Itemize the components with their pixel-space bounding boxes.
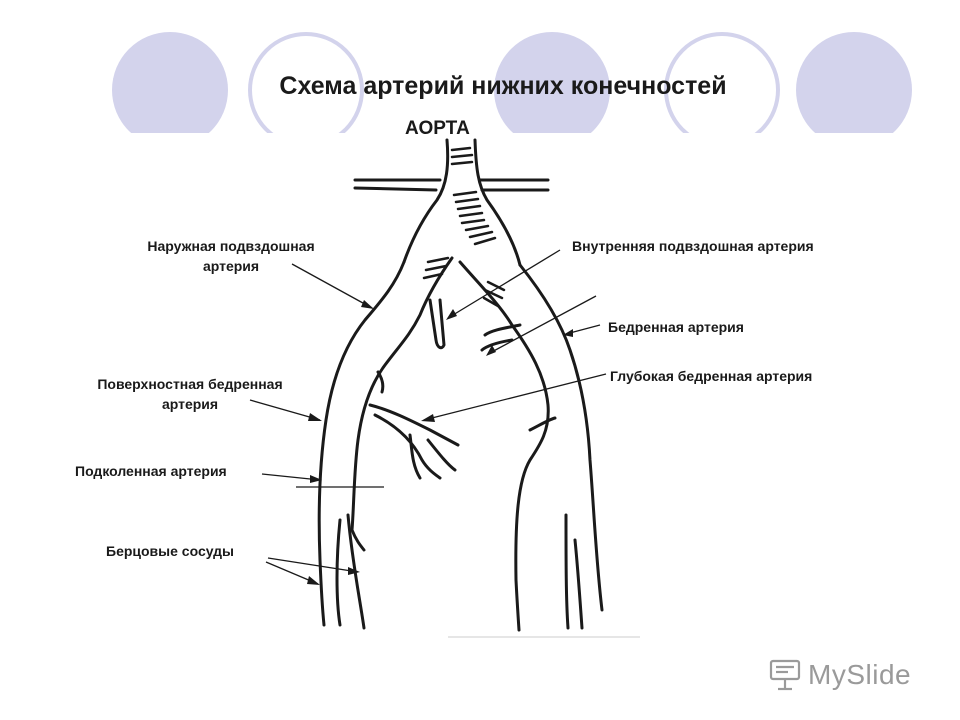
aorta-right-wall	[473, 138, 522, 267]
pointer-arrowheads	[307, 300, 573, 585]
label-deep-femoral: Глубокая бедренная артерия	[610, 368, 813, 384]
decor-circle-3	[796, 32, 912, 148]
left-small-branch	[376, 370, 385, 394]
label-superficial-femoral: Поверхностная бедренная артерия	[97, 376, 283, 412]
left-lower-1	[335, 518, 342, 627]
left-lower-3	[350, 528, 366, 552]
aorta-hatching	[422, 146, 506, 308]
deep-femoral-d	[426, 438, 457, 472]
left-lower-2	[346, 513, 366, 630]
left-leg-inner	[350, 256, 454, 532]
internal-iliac-right-b	[480, 338, 514, 352]
logo-text: MySlide	[808, 659, 912, 690]
right-leg-outer	[518, 263, 604, 612]
right-lower-1	[564, 513, 570, 630]
right-leg-inner	[458, 260, 550, 632]
myslide-logo: MySlide	[768, 655, 911, 695]
label-popliteal: Подколенная артерия	[75, 463, 227, 479]
internal-iliac-right	[483, 323, 522, 337]
lectern-icon	[769, 659, 801, 691]
branch-upper-left-b	[353, 186, 438, 192]
label-internal-iliac: Внутренняя подвздошная артерия	[572, 238, 814, 254]
aorta-left-wall	[402, 138, 450, 264]
right-small-branch	[528, 416, 557, 432]
right-lower-2	[573, 538, 584, 630]
decor-circle-2	[494, 32, 610, 148]
decor-circle-1	[112, 32, 228, 148]
label-tibial: Берцовые сосуды	[106, 543, 235, 559]
pointer-lines	[249, 249, 607, 585]
deep-femoral-c	[408, 433, 422, 480]
aorta-label: АОРТА	[405, 118, 470, 139]
left-leg-outer	[317, 260, 406, 627]
deep-femoral-a	[368, 403, 460, 447]
label-femoral: Бедренная артерия	[608, 319, 744, 335]
deep-femoral-b	[373, 413, 442, 480]
page-title: Схема артерий нижних конечностей	[279, 72, 727, 100]
label-external-iliac: Наружная подвздошная артерия	[147, 238, 315, 274]
internal-iliac-left	[428, 298, 446, 350]
